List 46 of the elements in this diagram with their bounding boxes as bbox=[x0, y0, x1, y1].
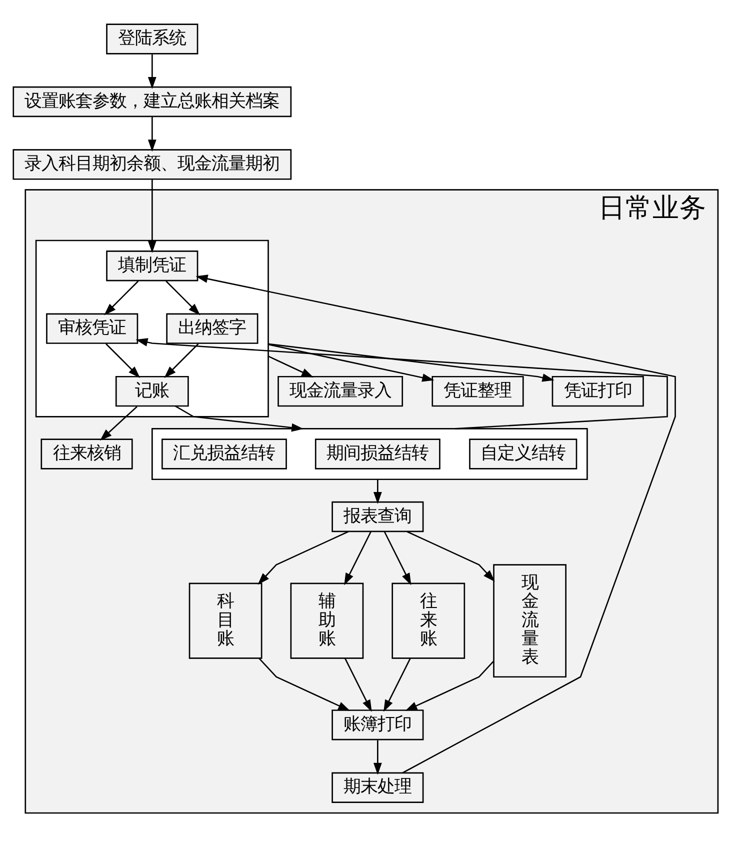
node-box: 凭证整理 bbox=[432, 376, 524, 407]
arrow bbox=[104, 280, 139, 316]
arrow bbox=[384, 531, 412, 586]
node-box: 往来账 bbox=[392, 582, 466, 659]
node-box: 审核凭证 bbox=[46, 313, 138, 344]
node-box: 出纳签字 bbox=[166, 313, 258, 344]
arrow bbox=[174, 405, 304, 432]
arrow bbox=[136, 338, 668, 430]
arrow bbox=[148, 180, 156, 253]
node-box: 现金流量录入 bbox=[278, 376, 404, 407]
arrow bbox=[268, 344, 434, 382]
arrow bbox=[344, 531, 372, 586]
arrow bbox=[258, 658, 350, 711]
arrow bbox=[406, 530, 495, 582]
arrow bbox=[384, 658, 411, 712]
node-box: 报表查询 bbox=[332, 501, 424, 532]
arrow bbox=[258, 530, 349, 585]
arrow bbox=[373, 479, 382, 504]
arrow bbox=[405, 660, 494, 711]
node-box: 辅助账 bbox=[290, 582, 364, 659]
node-box: 登陆系统 bbox=[106, 24, 198, 54]
arrow bbox=[148, 117, 156, 152]
node-box: 自定义结转 bbox=[469, 438, 578, 470]
arrow bbox=[100, 406, 138, 441]
arrow bbox=[148, 54, 156, 89]
cluster bbox=[151, 428, 588, 480]
arrow bbox=[373, 740, 382, 775]
node-box: 记账 bbox=[115, 376, 189, 407]
node-box: 现金流量表 bbox=[493, 564, 566, 678]
node-box: 科目账 bbox=[188, 582, 262, 659]
node-box: 往来核销 bbox=[40, 438, 133, 470]
node-box: 汇兑损益结转 bbox=[162, 438, 287, 470]
arrow bbox=[268, 356, 314, 378]
node-box: 凭证打印 bbox=[552, 376, 644, 407]
node-box: 录入科目期初余额、现金流量期初 bbox=[12, 149, 292, 180]
node-box: 期末处理 bbox=[332, 772, 424, 803]
node-box: 账簿打印 bbox=[332, 710, 424, 740]
node-box: 填制凭证 bbox=[106, 250, 198, 282]
arrow bbox=[166, 280, 200, 316]
arrow bbox=[196, 274, 676, 774]
arrow bbox=[344, 658, 372, 712]
arrow bbox=[164, 343, 199, 378]
node-box: 设置账套参数，建立总账相关档案 bbox=[12, 86, 292, 118]
arrow bbox=[106, 343, 140, 378]
node-box: 期间损益结转 bbox=[314, 438, 440, 470]
arrow bbox=[268, 343, 554, 382]
